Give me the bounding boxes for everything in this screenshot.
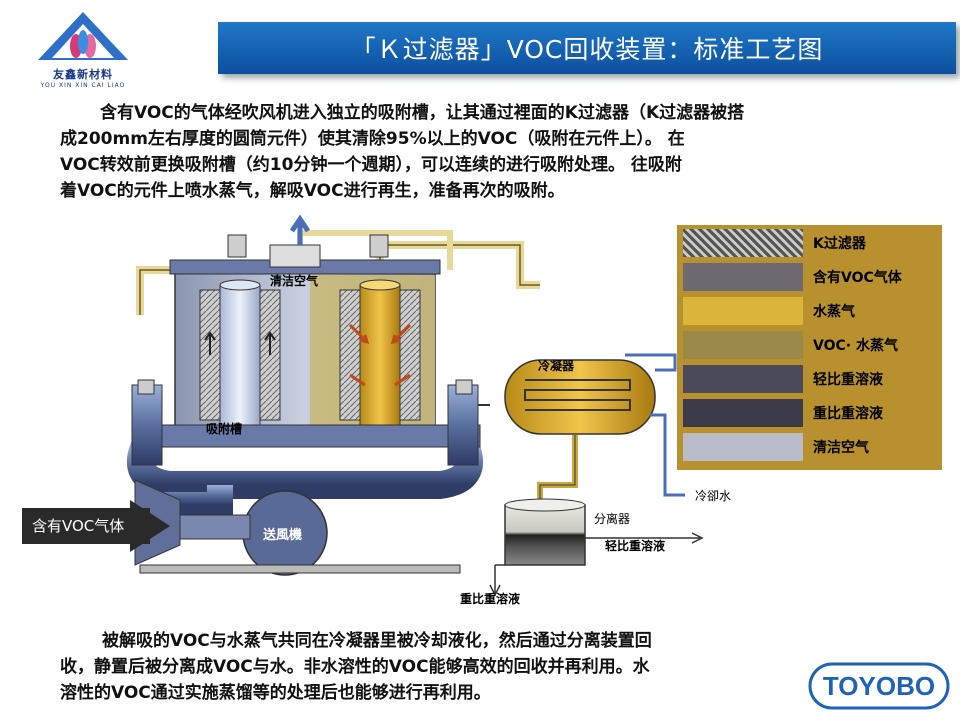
separator xyxy=(504,504,586,566)
legend-swatch xyxy=(683,263,803,291)
legend-item: K过滤器 xyxy=(683,229,936,257)
outro-paragraph: 被解吸的VOC与水蒸气共同在冷凝器里被冷却液化，然后通过分离装置回 收，静置后被… xyxy=(60,628,652,706)
outro-line: 溶性的VOC通过实施蒸馏等的处理后也能够进行再利用。 xyxy=(60,683,491,703)
legend-item: VOC· 水蒸气 xyxy=(683,331,936,359)
legend: K过滤器 含有VOC气体 水蒸气 VOC· 水蒸气 轻比重溶液 重比重溶液 清洁… xyxy=(677,225,942,470)
legend-label: 清洁空气 xyxy=(813,440,869,456)
intro-line: 着VOC的元件上喷水蒸气，解吸VOC进行再生，准备再次的吸附。 xyxy=(60,181,565,201)
clean-air-label: 清洁空气 xyxy=(270,274,319,288)
page-title: 「Ｋ过滤器」VOC回收装置：标准工艺图 xyxy=(350,35,824,64)
legend-swatch xyxy=(683,297,803,325)
legend-label: K过滤器 xyxy=(813,236,866,252)
logo-pinyin: YOU XIN XIN CAI LIAO xyxy=(40,82,126,89)
intro-line: 含有VOC的气体经吹风机进入独立的吸附槽，让其通过裡面的K过滤器（K过滤器被搭 xyxy=(100,103,745,123)
outro-line: 被解吸的VOC与水蒸气共同在冷凝器里被冷却液化，然后通过分离装置回 xyxy=(102,631,652,651)
cooling-water-label: 冷卻水 xyxy=(695,489,732,503)
blower-label: 送風機 xyxy=(263,528,303,543)
legend-swatch xyxy=(683,331,803,359)
process-diagram xyxy=(127,215,704,597)
legend-label: VOC· 水蒸气 xyxy=(813,338,898,354)
condenser-label: 冷凝器 xyxy=(538,359,575,373)
intro-line: VOC转效前更换吸附槽（约10分钟一个週期），可以连续的进行吸附处理。 往吸附 xyxy=(60,155,682,175)
legend-item: 含有VOC气体 xyxy=(683,263,936,291)
legend-item: 重比重溶液 xyxy=(683,399,936,427)
legend-swatch xyxy=(683,229,803,257)
logo-name: 友鑫新材料 xyxy=(53,68,113,81)
legend-swatch xyxy=(683,365,803,393)
legend-label: 水蒸气 xyxy=(813,304,855,320)
logo-mark-icon xyxy=(38,12,128,60)
separator-label: 分离器 xyxy=(594,512,631,526)
outro-line: 收，静置后被分离成VOC与水。非水溶性的VOC能够高效的回收并再利用。水 xyxy=(60,657,650,677)
heavy-solvent-label: 重比重溶液 xyxy=(460,592,521,606)
legend-label: 轻比重溶液 xyxy=(813,372,883,388)
legend-item: 轻比重溶液 xyxy=(683,365,936,393)
input-arrow-icon xyxy=(130,500,170,552)
title-bar: 「Ｋ过滤器」VOC回收装置：标准工艺图 xyxy=(218,22,956,74)
clean-air-arrow-icon xyxy=(289,215,311,245)
legend-swatch xyxy=(683,433,803,461)
toyobo-logo: TOYOBO xyxy=(808,662,950,710)
input-gas-tag: 含有VOC气体 xyxy=(22,508,150,544)
legend-item: 清洁空气 xyxy=(683,433,936,461)
legend-swatch xyxy=(683,399,803,427)
legend-item: 水蒸气 xyxy=(683,297,936,325)
legend-label: 重比重溶液 xyxy=(813,406,883,422)
company-logo: 友鑫新材料 YOU XIN XIN CAI LIAO xyxy=(28,8,138,104)
light-solvent-label: 轻比重溶液 xyxy=(605,539,666,553)
intro-line: 成200mm左右厚度的圆筒元件）使其清除95%以上的VOC（吸附在元件上）。 在 xyxy=(60,129,685,149)
intro-paragraph: 含有VOC的气体经吹风机进入独立的吸附槽，让其通过裡面的K过滤器（K过滤器被搭 … xyxy=(60,100,744,204)
condenser xyxy=(504,359,656,435)
brand-text: TOYOBO xyxy=(823,671,935,701)
adsorber-label: 吸附槽 xyxy=(206,422,243,436)
legend-label: 含有VOC气体 xyxy=(813,270,902,286)
